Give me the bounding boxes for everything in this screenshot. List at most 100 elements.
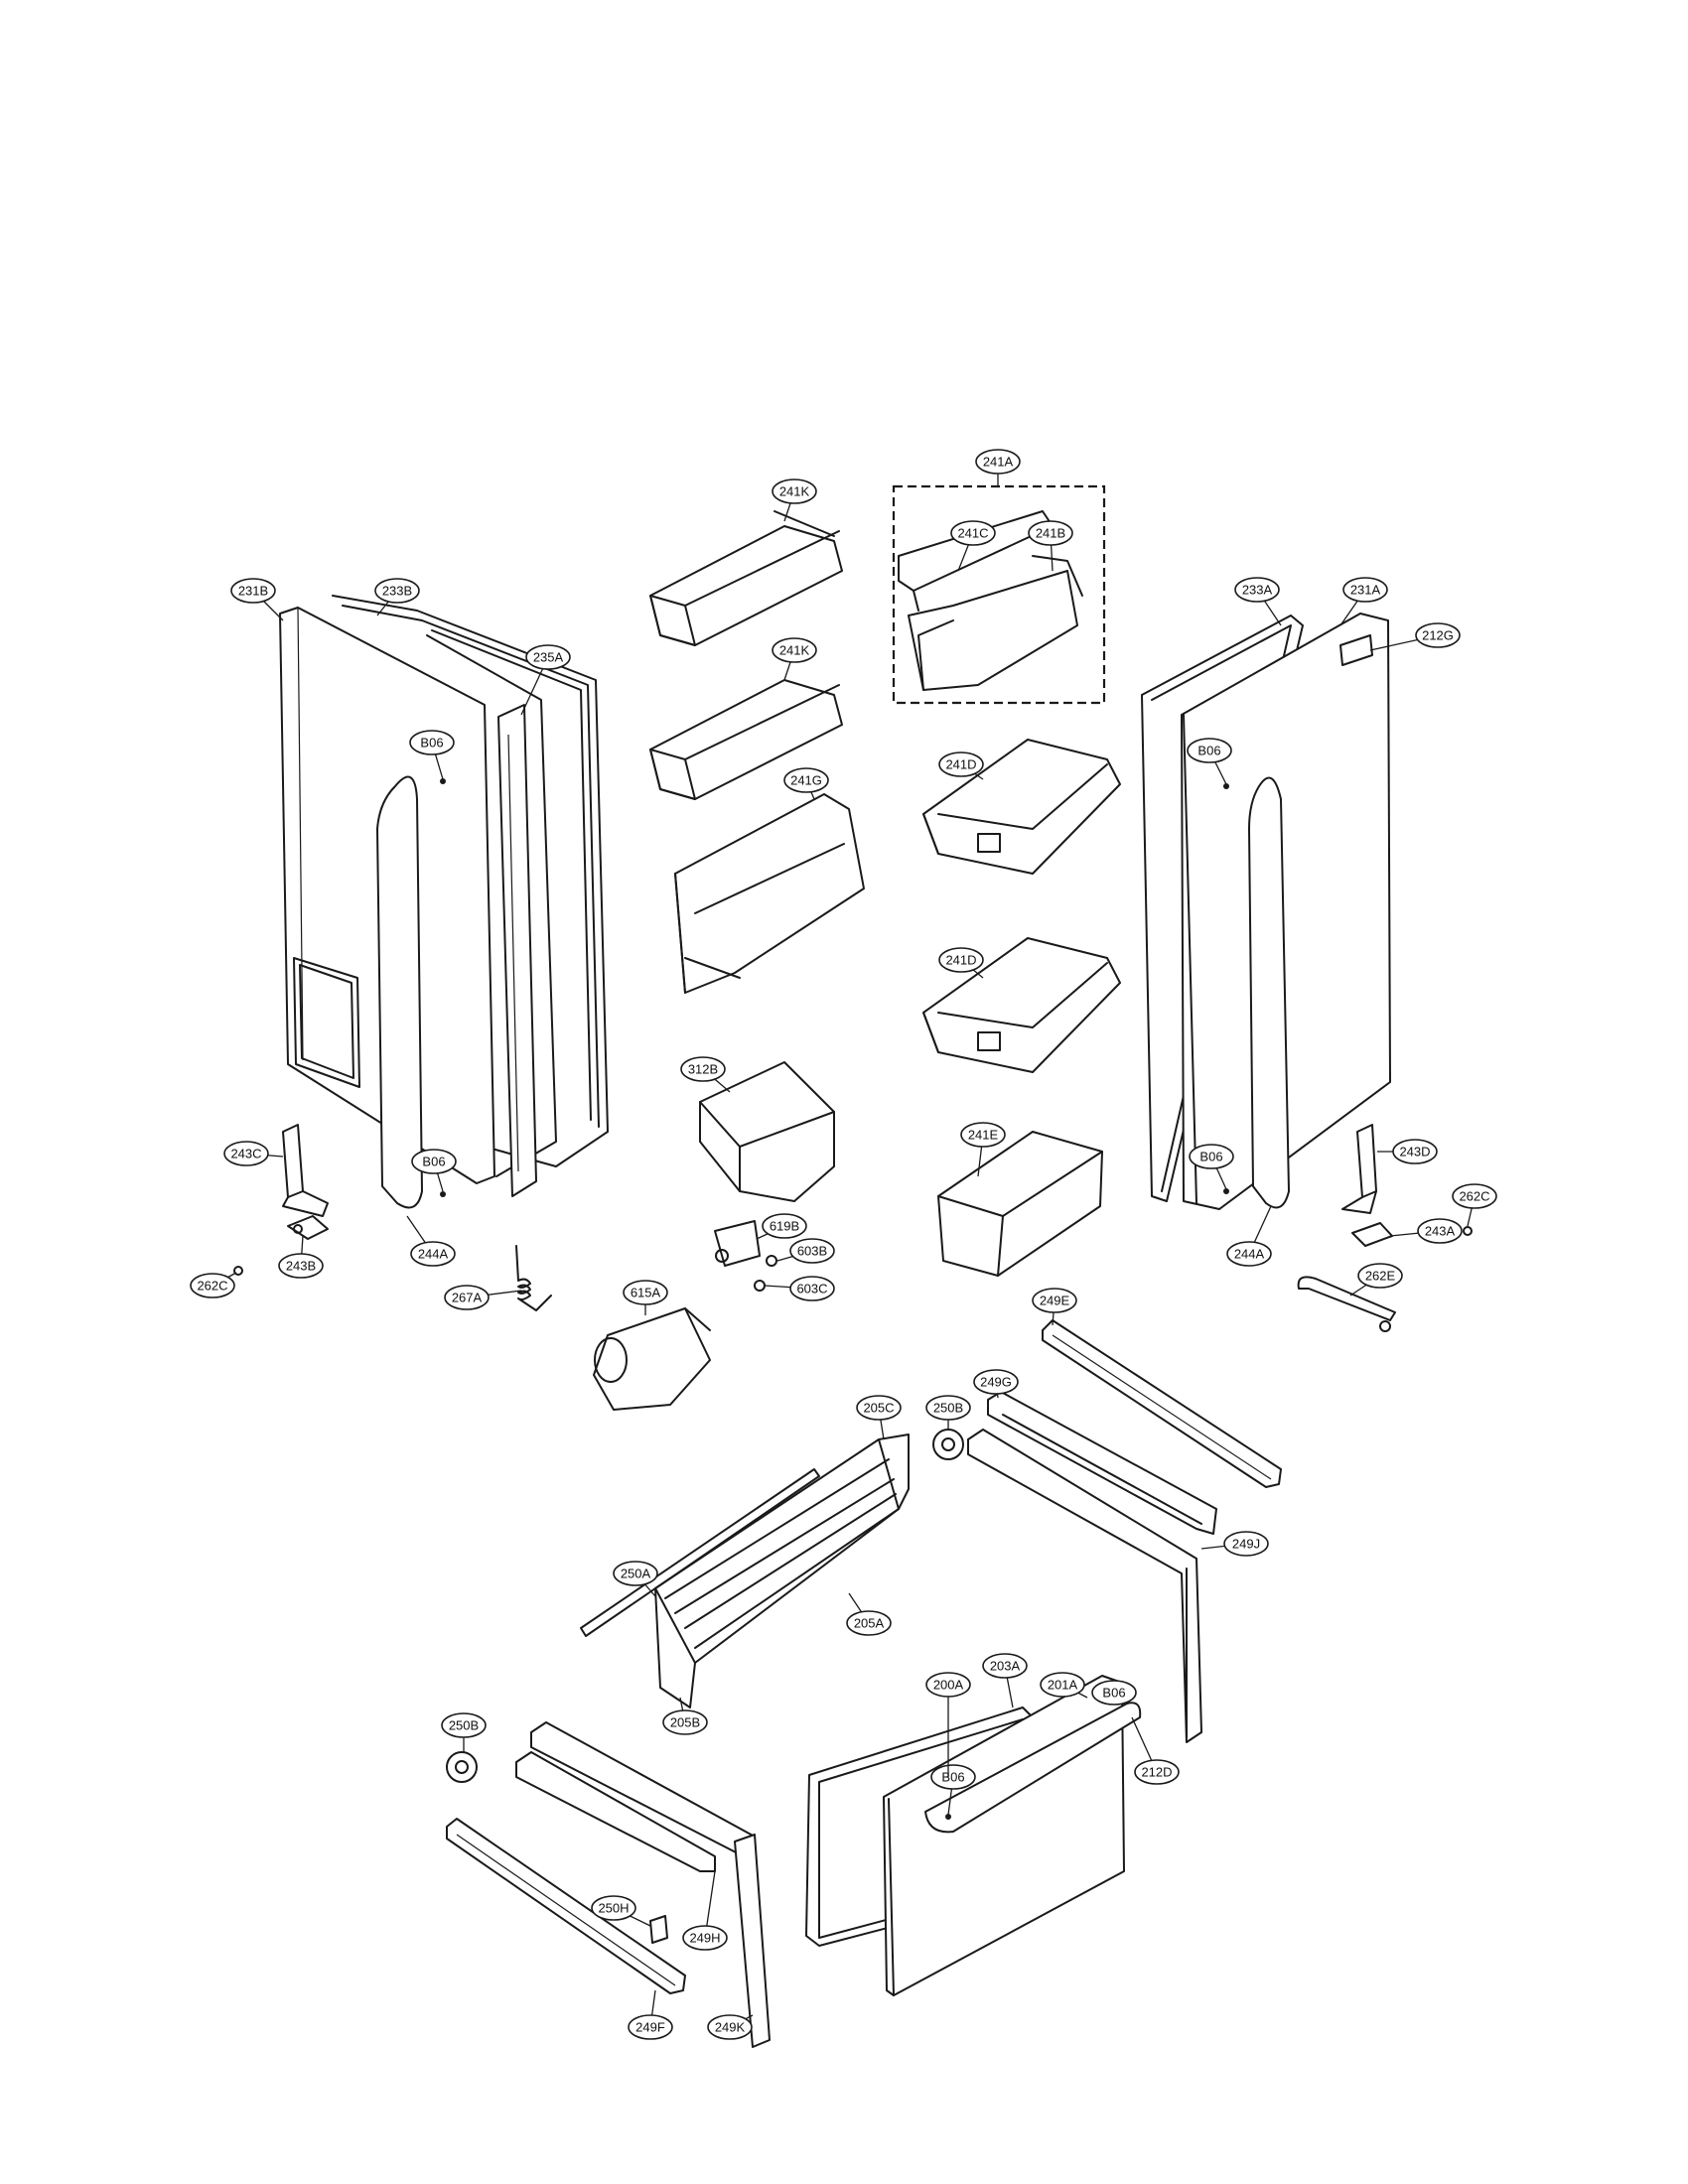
callout-oval	[783, 767, 829, 793]
callout-oval	[762, 1213, 807, 1239]
callout-label: 243C	[230, 1147, 261, 1161]
callout-b06-1: B06	[409, 730, 455, 780]
callout-oval	[623, 1280, 668, 1305]
callout-label: 205A	[854, 1616, 885, 1631]
callout-label: B06	[422, 1155, 445, 1169]
callout-label: 241E	[968, 1128, 999, 1143]
callout-label: 250B	[933, 1401, 963, 1416]
callout-233b: 233B	[374, 578, 420, 616]
door-bin-241K-upper	[649, 510, 843, 646]
callout-b06-4: B06	[1189, 1144, 1234, 1190]
callout-243c: 243C	[223, 1141, 284, 1166]
callout-label: 235A	[533, 650, 564, 665]
callout-250b-2: 250B	[441, 1712, 487, 1752]
callout-241e: 241E	[960, 1122, 1006, 1177]
callout-label: 249J	[1232, 1537, 1260, 1552]
callout-oval	[591, 1895, 636, 1921]
callout-244a-r: 244A	[1226, 1205, 1272, 1267]
callout-oval	[930, 1764, 976, 1790]
callout-201a: 201A	[1040, 1672, 1088, 1699]
callout-label: 250B	[449, 1718, 479, 1733]
door-bin-241D-lower	[922, 937, 1121, 1073]
callout-label: 244A	[1234, 1247, 1265, 1262]
door-bin-241B-241C	[898, 510, 1083, 691]
callout-oval	[1342, 577, 1388, 603]
callout-label: 249H	[689, 1931, 720, 1946]
callout-label: 250H	[598, 1901, 629, 1916]
callout-b06-2: B06	[411, 1149, 457, 1192]
callout-oval	[925, 1395, 971, 1421]
door-bin-241E	[937, 1131, 1103, 1277]
callout-oval	[682, 1925, 728, 1951]
basket-divider-250A	[580, 1468, 820, 1637]
callout-label: 603B	[797, 1244, 827, 1259]
callout-oval	[628, 2014, 673, 2040]
callout-label: 244A	[418, 1247, 449, 1262]
callout-oval	[1040, 1672, 1085, 1698]
dispenser-part-312B	[699, 1061, 835, 1202]
callout-241b: 241B	[1028, 520, 1073, 572]
callout-b06-6: B06	[930, 1764, 976, 1816]
callout-oval	[525, 644, 571, 670]
callout-label: 241D	[945, 953, 976, 968]
callout-oval	[230, 578, 276, 604]
callout-label: 603C	[796, 1282, 827, 1297]
rail-frame-249K	[734, 1834, 771, 2048]
callout-603c: 603C	[764, 1276, 835, 1301]
callout-249h: 249H	[682, 1870, 728, 1951]
callout-oval	[982, 1653, 1028, 1679]
callout-oval	[950, 520, 996, 546]
callout-label: 249G	[980, 1375, 1012, 1390]
callout-262e: 262E	[1349, 1263, 1403, 1297]
callout-249g: 249G	[973, 1369, 1019, 1399]
slide-rail-249F	[446, 1818, 686, 1994]
callout-label: 243D	[1399, 1145, 1430, 1160]
callout-oval	[444, 1285, 490, 1310]
callout-label: 212G	[1422, 628, 1454, 643]
callout-b06-5: B06	[1091, 1680, 1137, 1706]
callout-label: B06	[1197, 744, 1220, 758]
callout-label: 241A	[983, 455, 1014, 470]
callout-oval	[1134, 1759, 1180, 1785]
callout-241a: 241A	[975, 449, 1021, 486]
callout-262c-r: 262C	[1452, 1183, 1497, 1227]
callout-241g: 241G	[783, 767, 829, 800]
callout-619b: 619B	[756, 1213, 807, 1240]
roller-250H	[649, 1915, 668, 1944]
callout-244a-l: 244A	[406, 1215, 456, 1267]
callout-oval	[680, 1056, 726, 1082]
callout-603b: 603B	[776, 1238, 835, 1264]
callout-oval	[1189, 1144, 1234, 1169]
callout-label: 241C	[957, 526, 988, 541]
callout-312b: 312B	[680, 1056, 731, 1093]
callout-label: 241D	[945, 757, 976, 772]
callout-label: 262C	[1459, 1189, 1489, 1204]
callout-oval	[410, 1241, 456, 1267]
callout-205a: 205A	[846, 1592, 892, 1636]
callout-label: 233B	[382, 584, 412, 599]
callout-oval	[960, 1122, 1006, 1148]
callout-label: 241K	[779, 643, 810, 658]
callout-oval	[1415, 622, 1461, 648]
callout-label: 267A	[452, 1291, 483, 1305]
callout-label: 200A	[933, 1678, 964, 1693]
callout-label: 243A	[1425, 1224, 1456, 1239]
callout-label: 243B	[286, 1259, 316, 1274]
callout-oval	[1028, 520, 1073, 546]
right-door-assembly	[1141, 613, 1391, 1210]
callout-label: 231B	[238, 584, 268, 599]
door-bin-241D-upper	[922, 739, 1121, 875]
callout-oval	[1223, 1531, 1269, 1557]
callout-oval	[662, 1709, 708, 1735]
callout-label: 233A	[1242, 583, 1273, 598]
callout-label: B06	[941, 1770, 964, 1785]
callout-oval	[411, 1149, 457, 1174]
callout-241c: 241C	[950, 520, 996, 572]
callout-label: 250A	[621, 1567, 651, 1581]
callout-oval	[1452, 1183, 1497, 1209]
left-door-assembly	[279, 595, 609, 1311]
drawer-basket-205A	[654, 1433, 910, 1708]
callout-205c: 205C	[856, 1395, 902, 1440]
